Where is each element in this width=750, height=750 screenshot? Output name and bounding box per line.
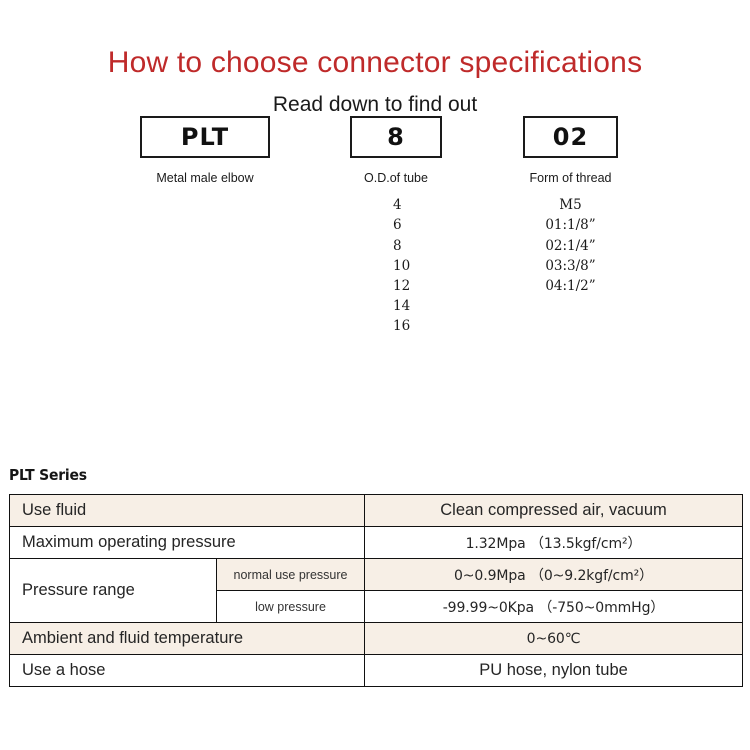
code-option: 8 [393, 237, 402, 254]
code-option: 14 [393, 298, 411, 315]
page-subtitle: Read down to find out [272, 93, 478, 116]
code-box-series: PLT [140, 116, 270, 159]
spec-label: Ambient and fluid temperature [8, 622, 366, 655]
table-row: Use a hose PU hose, nylon tube [8, 654, 744, 687]
table-row: low pressure -99.99~0Kpa （-750~0mmHg） [10, 590, 744, 623]
code-options-thread-form: M5 01:1/8” 02:1/4” 03:3/8” 04:1/2” [523, 185, 618, 296]
code-option: 12 [393, 277, 411, 294]
specification-table: Use fluid Clean compressed air, vacuum M… [8, 494, 744, 687]
table-row: Use fluid Clean compressed air, vacuum [8, 494, 744, 527]
table-row: Ambient and fluid temperature 0~60℃ [8, 622, 744, 655]
code-options-series [140, 185, 270, 195]
code-group-thread-form: 02 Form of thread M5 01:1/8” 02:1/4” 03:… [523, 116, 618, 296]
spec-value: 0~60℃ [364, 622, 744, 655]
spec-label: Maximum operating pressure [8, 526, 366, 559]
spec-label: Use fluid [8, 494, 366, 527]
code-value-series: PLT [180, 123, 230, 152]
code-box-thread-form: 02 [523, 116, 618, 159]
code-caption-series: Metal male elbow [156, 171, 254, 186]
code-value-tube-size: 8 [387, 123, 405, 152]
page-title: How to choose connector specifications [107, 46, 643, 79]
spec-value: 1.32Mpa （13.5kgf/cm²） [364, 526, 744, 559]
spec-value: Clean compressed air, vacuum [364, 494, 744, 527]
code-caption-tube-size: O.D.of tube [364, 171, 428, 186]
table-row: Maximum operating pressure 1.32Mpa （13.5… [8, 526, 744, 559]
code-option: 6 [393, 217, 402, 234]
code-group-series: PLT Metal male elbow [140, 116, 270, 195]
spec-sub-label: low pressure [215, 590, 366, 623]
series-label: PLT Series [9, 466, 87, 484]
code-option: 04:1/2” [545, 277, 596, 294]
spec-label: Pressure range [9, 558, 217, 623]
spec-label: Use a hose [8, 654, 366, 687]
code-caption-thread-form: Form of thread [529, 171, 612, 186]
code-breakdown-diagram: PLT Metal male elbow 8 O.D.of tube 4 6 8… [0, 116, 750, 366]
code-option: 03:3/8” [545, 257, 596, 274]
code-option: M5 [559, 197, 582, 214]
code-option: 16 [393, 318, 411, 335]
page-header: How to choose connector specifications R… [0, 0, 750, 116]
spec-value: PU hose, nylon tube [364, 654, 744, 687]
spec-sub-label: normal use pressure [215, 558, 366, 591]
code-box-tube-size: 8 [350, 116, 442, 159]
code-value-thread-form: 02 [552, 123, 589, 152]
code-group-tube-size: 8 O.D.of tube 4 6 8 10 12 14 16 [350, 116, 442, 336]
spec-value: 0~0.9Mpa （0~9.2kgf/cm²） [364, 558, 744, 591]
spec-value: -99.99~0Kpa （-750~0mmHg） [364, 590, 744, 623]
code-option: 01:1/8” [545, 217, 596, 234]
code-option: 02:1/4” [545, 237, 596, 254]
code-option: 4 [393, 197, 402, 214]
code-option: 10 [393, 257, 411, 274]
table-row: Pressure range normal use pressure 0~0.9… [9, 558, 744, 623]
code-options-tube-size: 4 6 8 10 12 14 16 [350, 185, 442, 336]
